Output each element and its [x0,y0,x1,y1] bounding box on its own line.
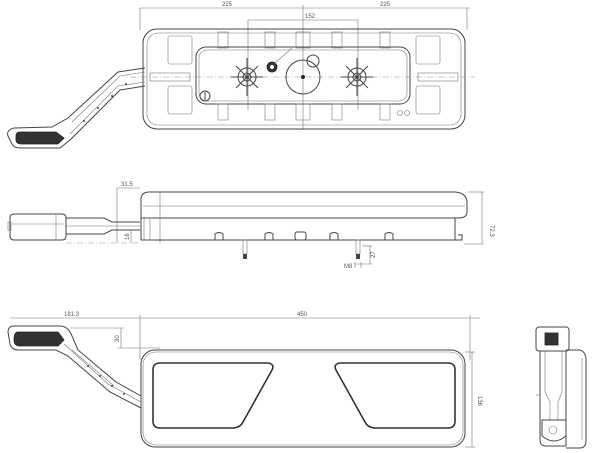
rear-view-top [7,5,475,149]
mounting-stud-right [341,58,373,96]
dim-stud-thread: M8 [344,264,353,270]
dim-arm-drop-front: 30 [115,335,121,342]
marker-arm-side [7,213,151,244]
side-view [7,187,484,268]
dim-overall-height: 136 [476,396,482,407]
dim-arm-offset-side: 31.5 [121,182,133,188]
dim-mount-spacing: 152 [305,14,316,20]
lens-right [334,362,456,429]
dim-top-left: 225 [222,2,233,8]
dim-arm-offset-front: 181.3 [64,312,80,318]
marker-arm-top [7,67,146,149]
dim-top-right: 225 [380,2,391,8]
end-view [535,326,587,449]
mounting-stud-left [231,58,263,96]
front-view [7,315,480,448]
dim-arm-height-side: 16 [125,233,131,240]
dim-body-depth: 72.3 [488,225,494,237]
dim-overall-length: 450 [297,312,308,318]
lens-left [152,362,274,429]
dim-stud-length: 27 [371,251,377,258]
marker-arm-front [7,325,142,409]
